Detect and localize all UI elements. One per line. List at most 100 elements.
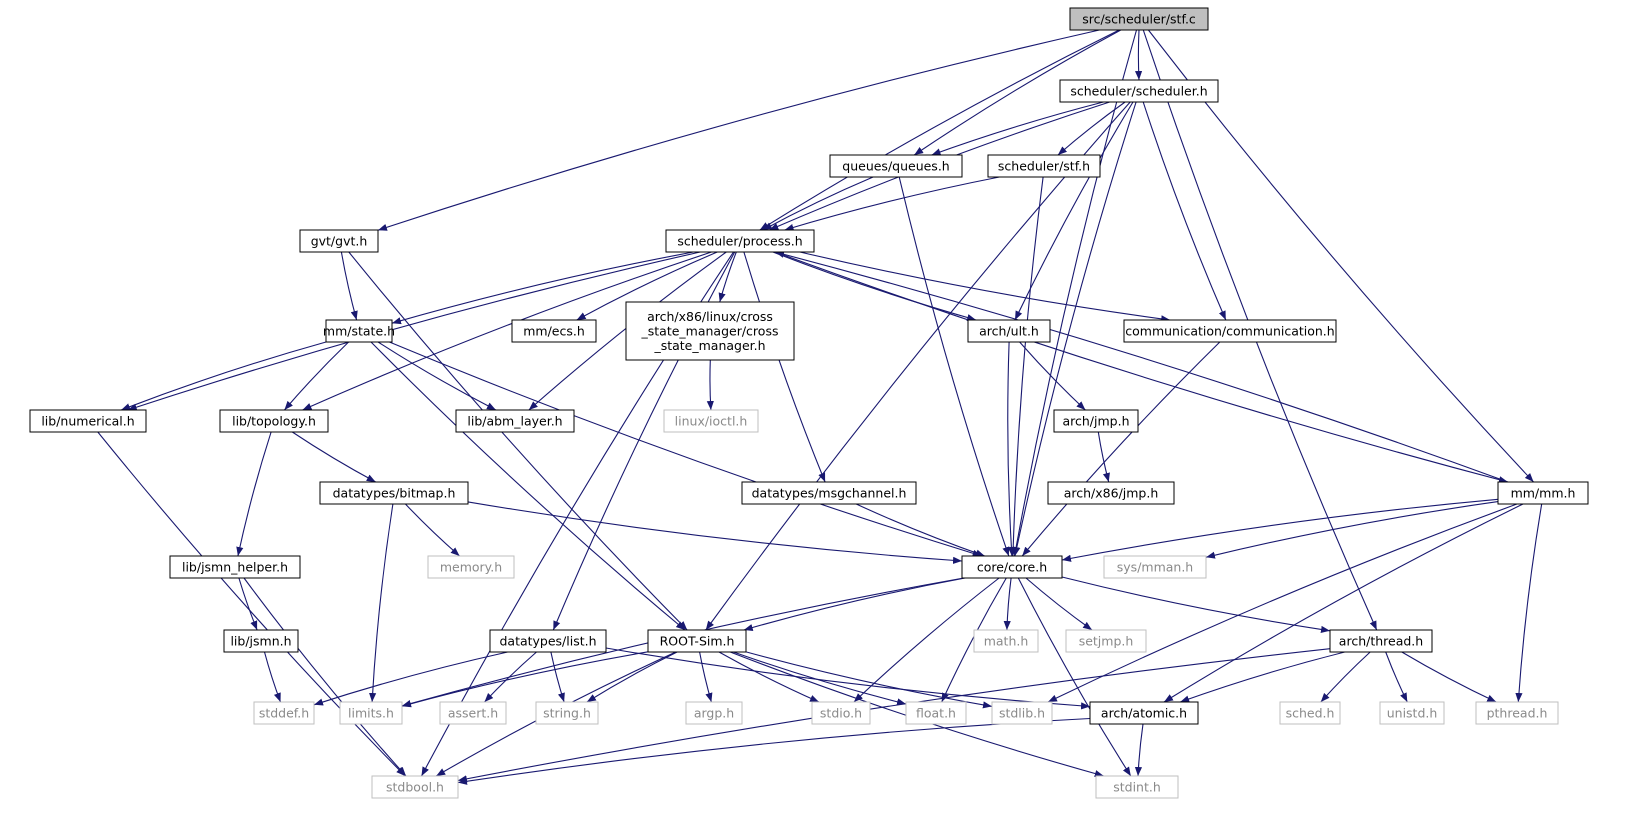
node-box-msgchannel_h — [741, 481, 917, 505]
node-box-process_h — [665, 229, 815, 253]
node-gvt_h[interactable]: gvt/gvt.h — [299, 229, 379, 253]
node-box-sys_mman_h — [1103, 555, 1207, 579]
node-label-stf_h: scheduler/stf.h — [998, 159, 1090, 174]
edge-jmp_h-to-x86_jmp_h — [1097, 431, 1110, 483]
edge-core_h-to-rootsim_h — [743, 577, 966, 631]
node-box-bitmap_h — [319, 481, 469, 505]
node-communication_h[interactable]: communication/communication.h — [1123, 319, 1337, 343]
node-ult_h[interactable]: arch/ult.h — [967, 319, 1051, 343]
node-list_h[interactable]: datatypes/list.h — [489, 629, 607, 653]
node-label-math_h: math.h — [984, 634, 1029, 649]
edge-process_h-to-communication_h — [799, 251, 1171, 323]
node-box-jmp_h — [1053, 409, 1139, 433]
edge-jsmn_h-to-stddef_h — [263, 651, 282, 703]
node-box-stf_c — [1069, 7, 1209, 31]
node-label-sched_h: sched.h — [1286, 706, 1335, 721]
node-box-float_h — [905, 701, 967, 725]
node-jmp_h[interactable]: arch/jmp.h — [1053, 409, 1139, 433]
edge-mm_h-to-atomic_h — [1163, 503, 1524, 703]
edge-atomic_h-to-stdbool_h — [457, 717, 1091, 785]
edge-core_h-to-float_h — [941, 577, 1007, 703]
node-core_h[interactable]: core/core.h — [961, 555, 1063, 579]
node-label-ioctl_h: linux/ioctl.h — [675, 414, 748, 429]
node-stdio_h: stdio.h — [811, 701, 871, 725]
edge-stf_h-to-core_h — [1009, 176, 1044, 557]
node-rootsim_h[interactable]: ROOT-Sim.h — [647, 629, 747, 653]
node-queues_h[interactable]: queues/queues.h — [829, 154, 963, 178]
node-box-mm_h — [1497, 481, 1589, 505]
node-stf_c[interactable]: src/scheduler/stf.c — [1069, 7, 1209, 31]
node-bitmap_h[interactable]: datatypes/bitmap.h — [319, 481, 469, 505]
node-box-stddef_h — [253, 701, 315, 725]
node-scheduler_h[interactable]: scheduler/scheduler.h — [1059, 79, 1219, 103]
node-mm_state_h[interactable]: mm/state.h — [323, 319, 395, 343]
node-label-stf_c: src/scheduler/stf.c — [1082, 12, 1196, 27]
node-label-sys_mman_h: sys/mman.h — [1117, 560, 1193, 575]
node-label-atomic_h: arch/atomic.h — [1101, 706, 1187, 721]
edge-gvt_h-to-mm_state_h — [340, 251, 358, 321]
node-mm_h[interactable]: mm/mm.h — [1497, 481, 1589, 505]
edge-mm_h-to-sys_mman_h — [1205, 501, 1499, 559]
node-msgchannel_h[interactable]: datatypes/msgchannel.h — [741, 481, 917, 505]
node-box-list_h — [489, 629, 607, 653]
edge-process_h-to-ult_h — [772, 251, 977, 322]
node-label-scheduler_h: scheduler/scheduler.h — [1070, 84, 1207, 99]
node-abm_layer_h[interactable]: lib/abm_layer.h — [455, 409, 575, 433]
node-label-topology_h: lib/topology.h — [232, 414, 316, 429]
edge-scheduler_h-to-stf_h — [1057, 101, 1126, 156]
node-x86_jmp_h[interactable]: arch/x86/jmp.h — [1047, 481, 1175, 505]
edge-topology_h-to-jsmn_helper_h — [236, 431, 272, 557]
node-box-communication_h — [1123, 319, 1337, 343]
node-ioctl_h: linux/ioctl.h — [663, 409, 759, 433]
node-label-queues_h: queues/queues.h — [842, 159, 949, 174]
node-label-rootsim_h: ROOT-Sim.h — [660, 634, 735, 649]
node-stdlib_h: stdlib.h — [991, 701, 1053, 725]
node-cross_state_h[interactable]: arch/x86/linux/cross_state_manager/cross… — [625, 301, 795, 361]
edge-rootsim_h-to-stdlib_h — [745, 651, 993, 709]
node-numerical_h[interactable]: lib/numerical.h — [29, 409, 147, 433]
node-pthread_h: pthread.h — [1475, 701, 1559, 725]
node-jsmn_h[interactable]: lib/jsmn.h — [223, 629, 299, 653]
edge-mm_state_h-to-abm_layer_h — [377, 341, 497, 411]
node-box-core_h — [961, 555, 1063, 579]
edge-list_h-to-string_h — [550, 651, 565, 703]
edge-mm_h-to-pthread_h — [1515, 503, 1543, 703]
edge-jsmn_helper_h-to-stdbool_h — [243, 577, 407, 777]
node-mm_ecs_h[interactable]: mm/ecs.h — [511, 319, 597, 343]
node-jsmn_helper_h[interactable]: lib/jsmn_helper.h — [169, 555, 301, 579]
node-atomic_h[interactable]: arch/atomic.h — [1089, 701, 1199, 725]
node-label-assert_h: assert.h — [448, 706, 498, 721]
edge-gvt_h-to-rootsim_h — [348, 251, 688, 631]
edge-core_h-to-math_h — [1003, 577, 1012, 631]
node-label-list_h: datatypes/list.h — [499, 634, 596, 649]
node-label-argp_h: argp.h — [694, 706, 734, 721]
edge-mm_state_h-to-topology_h — [283, 341, 349, 411]
edge-bitmap_h-to-memory_h — [405, 503, 460, 557]
node-label-gvt_h: gvt/gvt.h — [311, 234, 368, 249]
node-label-jmp_h: arch/jmp.h — [1062, 414, 1129, 429]
node-topology_h[interactable]: lib/topology.h — [219, 409, 329, 433]
node-thread_h[interactable]: arch/thread.h — [1329, 629, 1433, 653]
node-stddef_h: stddef.h — [253, 701, 315, 725]
node-box-jsmn_h — [223, 629, 299, 653]
node-unistd_h: unistd.h — [1379, 701, 1445, 725]
edge-process_h-to-topology_h — [302, 251, 712, 411]
edge-process_h-to-mm_h — [774, 251, 1509, 484]
node-process_h[interactable]: scheduler/process.h — [665, 229, 815, 253]
node-box-mm_state_h — [325, 319, 393, 343]
node-label-mm_ecs_h: mm/ecs.h — [523, 324, 585, 339]
node-sys_mman_h: sys/mman.h — [1103, 555, 1207, 579]
node-box-thread_h — [1329, 629, 1433, 653]
edge-mm_h-to-process_h — [774, 250, 1509, 483]
node-argp_h: argp.h — [685, 701, 743, 725]
node-box-setjmp_h — [1065, 629, 1147, 653]
edge-core_h-to-setjmp_h — [1025, 577, 1093, 631]
node-label-ult_h: arch/ult.h — [979, 324, 1039, 339]
edge-thread_h-to-atomic_h — [1180, 651, 1345, 703]
node-label-float_h: float.h — [916, 706, 956, 721]
node-label-cross_state_h: arch/x86/linux/cross_state_manager/cross… — [641, 309, 779, 353]
node-label-mm_h: mm/mm.h — [1511, 486, 1576, 501]
edge-cross_state_h-to-ioctl_h — [706, 359, 714, 411]
node-box-stf_h — [987, 154, 1101, 178]
node-stf_h[interactable]: scheduler/stf.h — [987, 154, 1101, 178]
